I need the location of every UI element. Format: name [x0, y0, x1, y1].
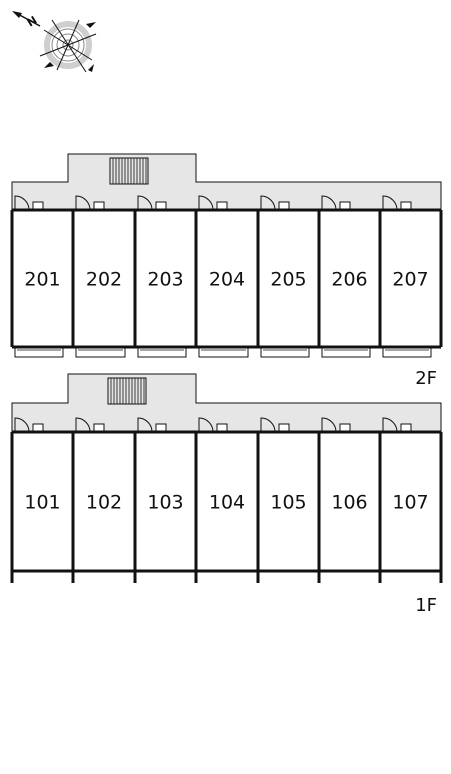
room-number: 203 [147, 269, 183, 291]
room-number: 104 [209, 492, 245, 514]
compass-rose-icon [12, 11, 97, 73]
room-104: 104 [196, 417, 258, 571]
room-number: 105 [270, 492, 306, 514]
room-number: 103 [147, 492, 183, 514]
room-106: 106 [319, 417, 380, 571]
staircase-icon [109, 157, 149, 185]
room-number: 106 [331, 492, 367, 514]
room-207: 207 [380, 195, 441, 358]
door-icon [321, 195, 337, 211]
room-201: 201 [12, 195, 73, 358]
door-icon [198, 195, 214, 211]
door-icon [137, 417, 153, 433]
door-icon [382, 417, 398, 433]
door-icon [14, 417, 30, 433]
room-205: 205 [258, 195, 319, 358]
door-icon [321, 417, 337, 433]
room-204: 204 [196, 195, 258, 358]
room-203: 203 [135, 195, 196, 358]
room-number: 102 [86, 492, 122, 514]
compass-north-label: N [25, 14, 40, 30]
room-206: 206 [319, 195, 380, 358]
room-number: 101 [24, 492, 60, 514]
door-icon [75, 195, 91, 211]
room-number: 206 [331, 269, 367, 291]
room-number: 201 [24, 269, 60, 291]
staircase-icon [107, 377, 147, 405]
door-icon [260, 195, 276, 211]
room-202: 202 [73, 195, 135, 358]
floor-1f: 101 102 103 104 105 106 107 1F [10, 373, 443, 616]
room-number: 205 [270, 269, 306, 291]
floor-label: 2F [415, 368, 437, 389]
room-number: 202 [86, 269, 122, 291]
room-101: 101 [12, 417, 73, 571]
door-icon [260, 417, 276, 433]
floor-2f: 201 202 203 204 205 206 207 2F [10, 153, 443, 389]
door-icon [382, 195, 398, 211]
door-icon [198, 417, 214, 433]
room-103: 103 [135, 417, 196, 571]
door-icon [137, 195, 153, 211]
door-icon [14, 195, 30, 211]
door-icon [75, 417, 91, 433]
room-102: 102 [73, 417, 135, 571]
room-107: 107 [380, 417, 441, 571]
room-105: 105 [258, 417, 319, 571]
room-number: 107 [392, 492, 428, 514]
room-number: 204 [209, 269, 245, 291]
room-number: 207 [392, 269, 428, 291]
floor-label: 1F [415, 595, 437, 616]
